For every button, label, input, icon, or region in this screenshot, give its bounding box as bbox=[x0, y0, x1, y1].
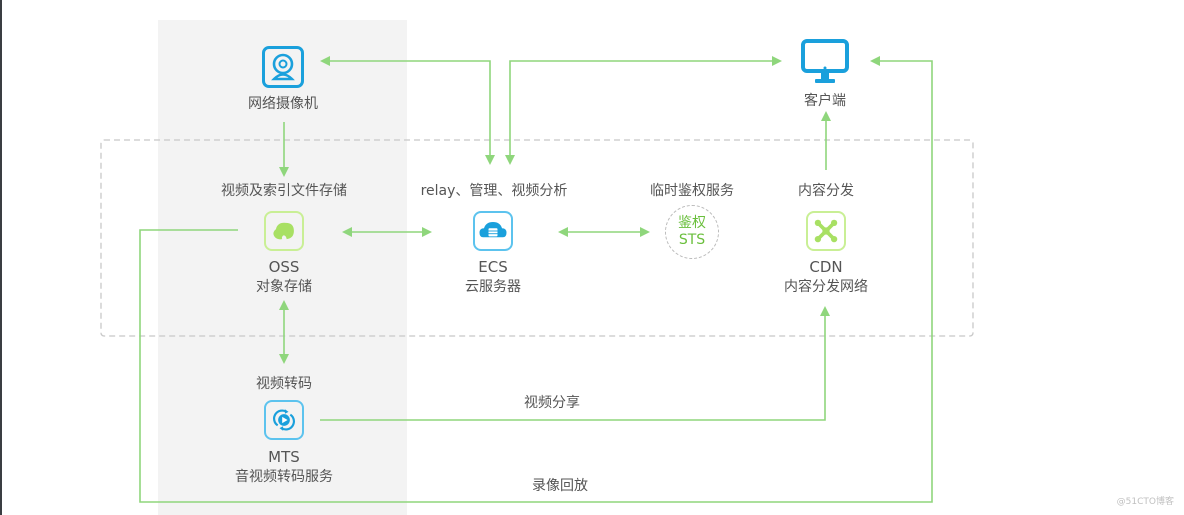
mts-caption: 视频转码 bbox=[256, 376, 312, 392]
oss-desc: 对象存储 bbox=[256, 279, 312, 295]
monitor-icon bbox=[801, 39, 849, 83]
client-node-icon[interactable] bbox=[801, 39, 849, 85]
camera-node-icon[interactable] bbox=[262, 46, 304, 88]
sts-line1: 鉴权 bbox=[678, 215, 706, 231]
ecs-node-icon[interactable] bbox=[473, 211, 513, 251]
edge-oss-to-client-playback bbox=[139, 56, 933, 503]
cdn-desc: 内容分发网络 bbox=[784, 279, 868, 295]
client-label: 客户端 bbox=[804, 93, 846, 109]
sts-line2: STS bbox=[678, 232, 706, 248]
edge-mts-to-cdn bbox=[320, 306, 830, 421]
ecs-desc: 云服务器 bbox=[465, 279, 521, 295]
mts-node-icon[interactable] bbox=[264, 400, 304, 440]
video-share-label: 视频分享 bbox=[524, 395, 580, 411]
window-left-border bbox=[0, 0, 2, 515]
oss-name: OSS bbox=[268, 258, 300, 276]
ecs-name: ECS bbox=[478, 258, 508, 276]
cdn-name: CDN bbox=[809, 258, 843, 276]
oss-caption: 视频及索引文件存储 bbox=[221, 183, 347, 199]
edge-ecs-to-camera bbox=[320, 56, 495, 165]
oss-node-icon[interactable] bbox=[264, 211, 304, 251]
playback-label: 录像回放 bbox=[532, 478, 588, 494]
mts-name: MTS bbox=[268, 448, 300, 466]
transcode-play-icon bbox=[273, 409, 295, 431]
webcam-icon bbox=[271, 53, 295, 81]
cloud-server-icon bbox=[479, 222, 507, 238]
sts-node-badge[interactable]: 鉴权 STS bbox=[665, 205, 719, 259]
ecs-caption: relay、管理、视频分析 bbox=[420, 183, 568, 199]
sts-caption: 临时鉴权服务 bbox=[650, 183, 734, 199]
cloud-storage-icon bbox=[273, 222, 294, 240]
watermark: @51CTO博客 bbox=[1116, 497, 1174, 507]
network-nodes-icon bbox=[814, 219, 838, 243]
cdn-node-icon[interactable] bbox=[806, 211, 846, 251]
cdn-caption: 内容分发 bbox=[798, 183, 854, 199]
edge-ecs-to-client bbox=[505, 56, 782, 165]
mts-desc: 音视频转码服务 bbox=[235, 469, 333, 485]
camera-label: 网络摄像机 bbox=[248, 96, 318, 112]
